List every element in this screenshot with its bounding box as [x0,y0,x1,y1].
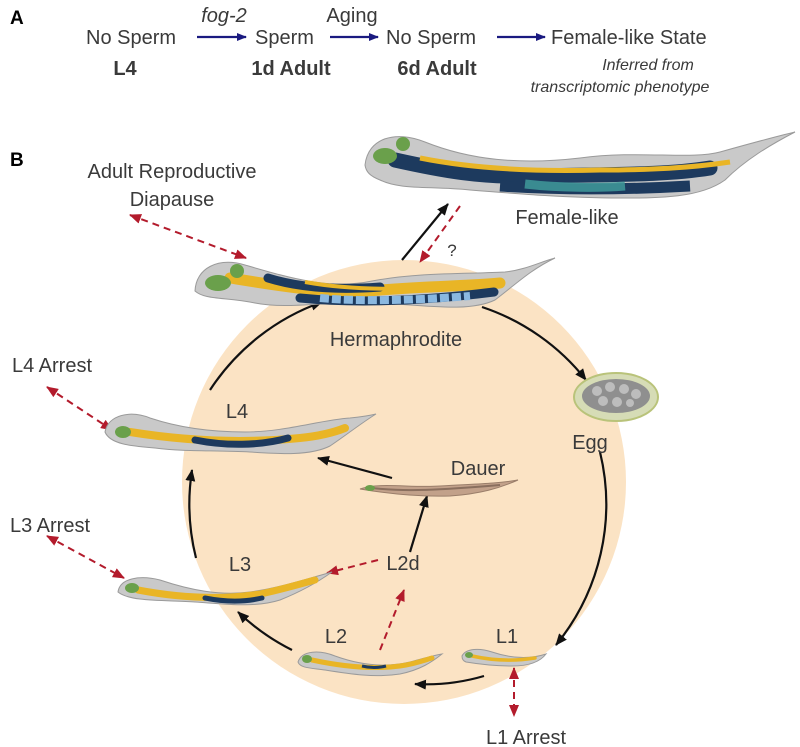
arrow-l2-to-l3 [237,611,293,651]
step-1-state: No Sperm [86,27,176,49]
l3-arrest-label: L3 Arrest [10,515,90,537]
l2-worm [297,651,444,677]
l4-worm [104,413,377,455]
arrow-l2-to-l2d [379,589,405,651]
step-4-note-2: transcriptomic phenotype [531,79,710,96]
step-4-note-1: Inferred from [602,57,694,74]
panel-b: B [10,131,796,747]
arrow-l3-arrest [46,535,125,579]
arrow-herm-to-female [401,203,449,261]
step-2-state: Sperm [255,27,314,49]
arrest-arrows [46,205,519,717]
arrow-herm-to-egg [481,305,587,381]
arrow-l3-to-l4 [185,469,198,559]
egg-label: Egg [572,432,608,454]
panel-a-label: A [10,8,24,29]
panel-b-label: B [10,150,24,171]
dauer-worm [359,479,519,497]
female-like-label: Female-like [515,207,618,229]
l1-label: L1 [496,626,518,648]
arrow-dauer-to-l4 [317,456,393,480]
l4-arrest-label: L4 Arrest [12,355,92,377]
adult-diapause-label-1: Adult Reproductive [88,161,257,183]
l2-label: L2 [325,626,347,648]
l1-arrest-label: L1 Arrest [486,727,566,747]
arrow-adult-diapause [129,214,247,259]
arrow-aging-label: Aging [326,5,377,27]
arrow-l4-to-herm [209,300,323,391]
step-3-state: No Sperm [386,27,476,49]
egg [573,372,659,422]
l4-label: L4 [226,401,248,423]
dauer-label: Dauer [451,458,506,480]
female-like-worm [364,131,796,199]
arrow-egg-to-l1 [555,451,608,646]
l3-worm [117,571,333,606]
step-2-stage: 1d Adult [251,58,331,80]
question-label: ? [447,241,456,260]
cycle-arrows [185,203,608,690]
l2d-label: L2d [386,553,419,575]
step-4-state: Female-like State [551,27,707,49]
l1-worm [461,648,548,667]
arrow-l4-arrest [46,386,113,431]
step-3-stage: 6d Adult [397,58,477,80]
l3-label: L3 [229,554,251,576]
adult-diapause-label-2: Diapause [130,189,215,211]
arrow-fog2-label: fog-2 [201,5,247,27]
hermaphrodite-label: Hermaphrodite [330,329,462,351]
arrow-l2d-to-l3 [326,559,379,576]
life-cycle-background [182,260,626,704]
panel-a: A No Sperm L4 fog-2 Sperm 1d Adult Aging… [10,5,709,96]
hermaphrodite-worm [194,257,556,308]
arrow-l1-to-l2 [414,674,485,690]
step-1-stage: L4 [113,58,137,80]
arrow-l2d-to-dauer [408,495,429,553]
